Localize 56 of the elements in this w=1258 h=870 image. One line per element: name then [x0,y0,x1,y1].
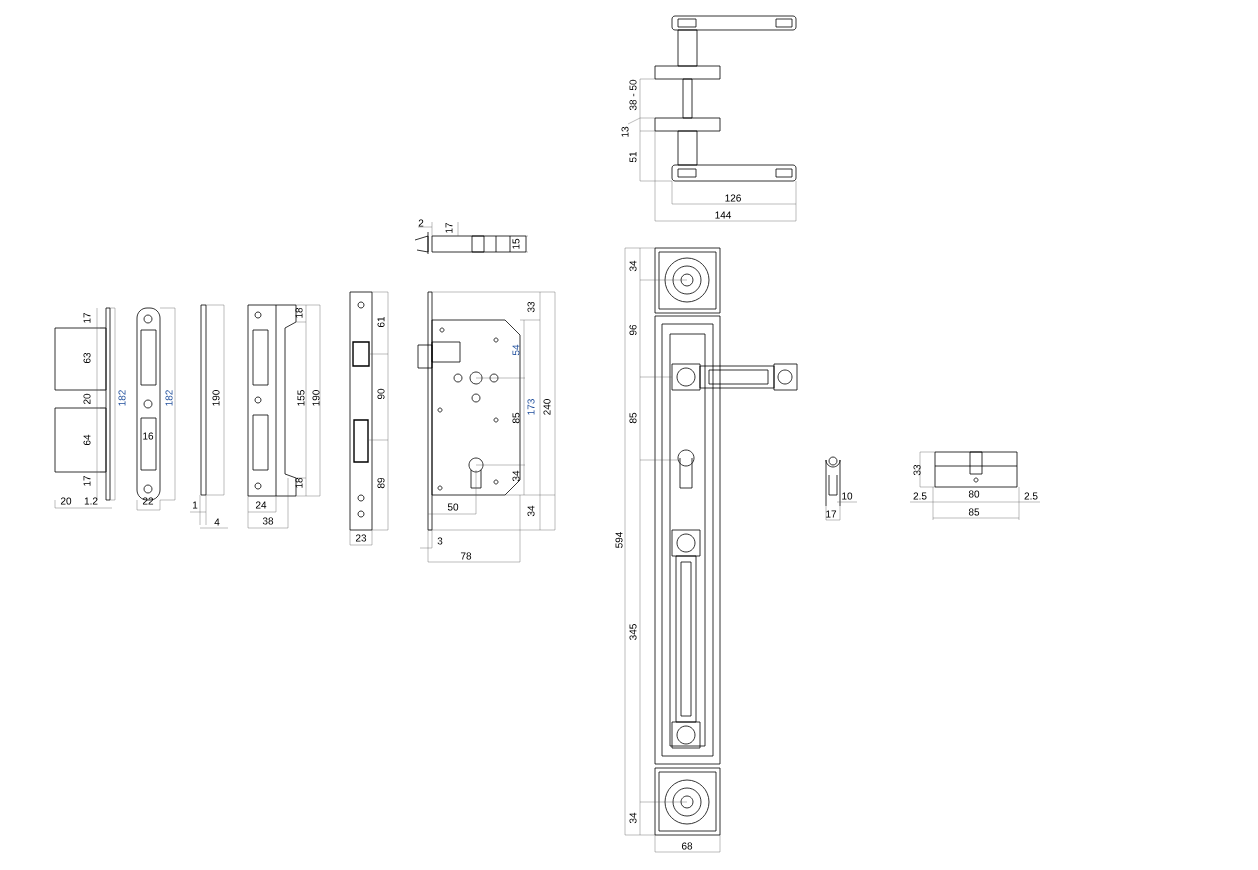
dimension-label: 61 [377,316,385,328]
dimension-label: 17 [83,475,91,486]
dimension-label: 68 [681,842,693,850]
dimension-label: 2.5 [1024,492,1038,500]
dimension-label: 182 [165,390,173,406]
dimension-label: 63 [83,352,91,364]
dimension-label: 3 [437,537,443,545]
dimension-label: 17 [445,222,453,233]
dimension-label: 18 [295,477,303,488]
dimension-label: 126 [725,194,741,202]
dimension-label: 54 [512,344,520,356]
dimension-label: 2 [418,219,424,227]
dimension-label: 10 [842,492,853,500]
dimension-label: 155 [297,390,305,406]
dimension-label: 34 [512,470,520,482]
dimension-label: 38 - 50 [629,79,637,111]
dimension-label: 1.2 [84,497,98,505]
dimension-label: 17 [826,510,837,518]
dimension-label: 173 [527,399,535,415]
dimension-label: 34 [629,260,637,272]
dimension-label: 594 [615,531,623,548]
dimension-label: 34 [527,505,535,517]
dimension-label: 85 [968,508,980,516]
dimension-label: 78 [460,552,472,560]
dimension-label: 89 [377,477,385,489]
dimension-label: 22 [142,497,154,505]
dimension-label: 96 [629,324,637,336]
dimension-label: 16 [143,432,154,440]
dimension-label: 38 [262,517,274,525]
dimension-label: 144 [715,211,732,219]
dimension-label: 20 [60,497,72,505]
dimension-label: 2.5 [913,492,927,500]
dimension-label: 80 [968,490,980,498]
dimension-label: 85 [512,412,520,424]
dimension-label: 13 [621,126,629,137]
dimension-label: 33 [527,301,535,313]
dimension-label: 345 [629,624,637,640]
dimension-label: 90 [377,388,385,400]
dimension-label: 4 [214,518,220,526]
dimension-label: 18 [295,307,303,318]
dimension-label: 51 [629,151,637,163]
dimension-label: 1 [193,501,198,509]
dimension-label: 190 [312,390,320,406]
dimension-label: 240 [543,399,551,415]
dimension-label: 64 [83,434,91,446]
dimension-label: 85 [629,412,637,424]
dimension-label: 23 [355,534,367,542]
dimension-label: 34 [629,812,637,824]
dimension-label: 50 [447,503,459,511]
dimension-label: 33 [913,464,921,476]
dimension-label: 190 [212,390,220,406]
dimension-label: 17 [83,312,91,323]
dimension-label: 182 [118,390,126,406]
dimension-label: 15 [512,238,520,249]
dimension-label: 20 [83,393,91,405]
dimension-label: 24 [255,501,267,509]
